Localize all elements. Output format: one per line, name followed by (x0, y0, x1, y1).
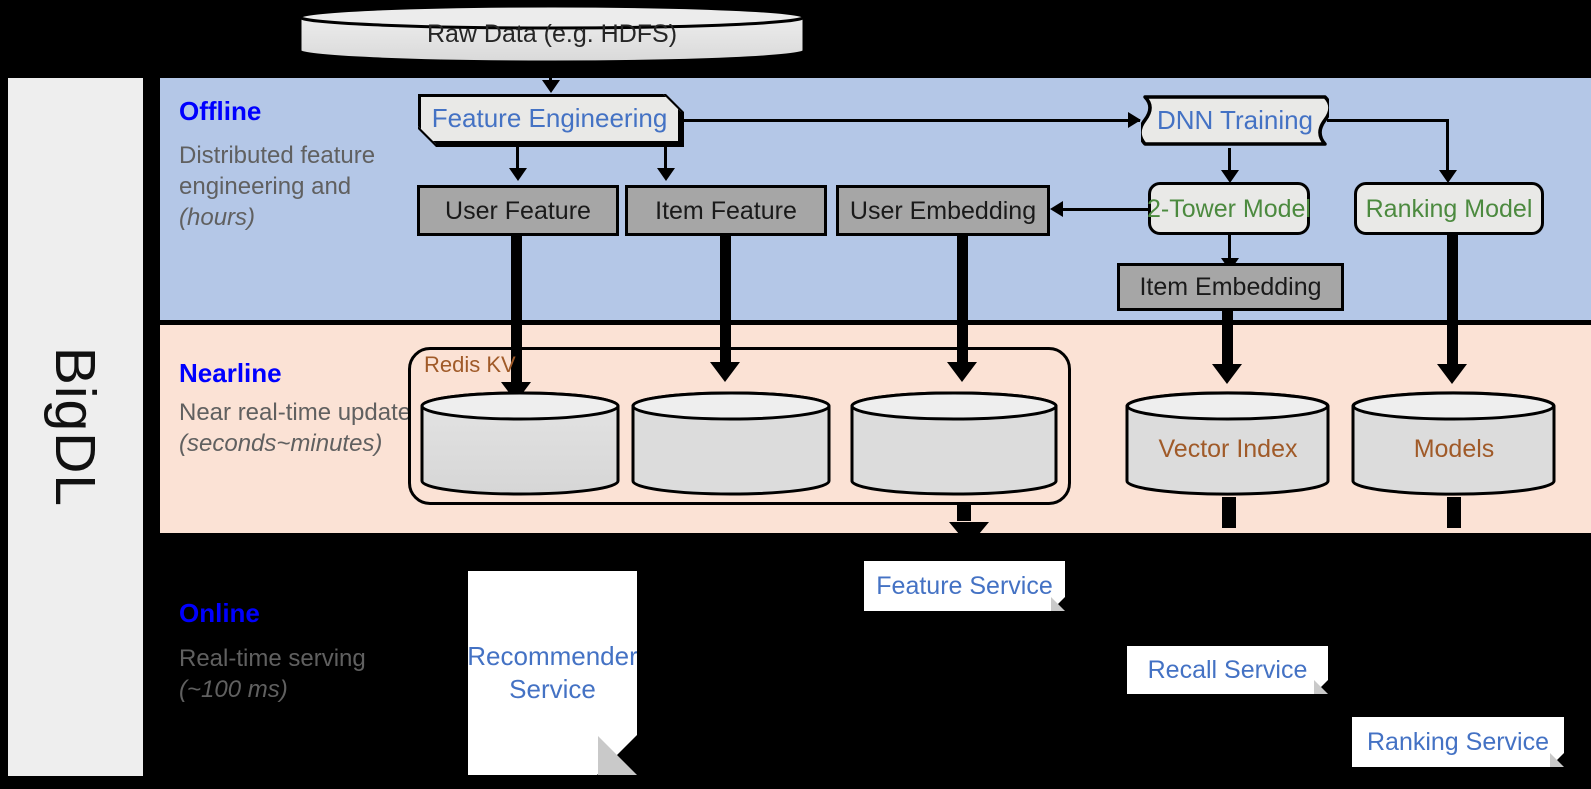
offline-desc-text: Distributed feature engineering and (179, 142, 376, 200)
arrowhead-userembedding-to-redis (947, 362, 977, 382)
connector-twotower-to-userembedding (1062, 208, 1150, 211)
nearline-desc-text: Near real-time update (179, 399, 412, 426)
redis-store-1 (419, 390, 622, 497)
recommender-service-node[interactable]: Recommender Service (468, 571, 637, 775)
band-description-nearline: Near real-time update (seconds~minutes) (179, 397, 414, 459)
arrowhead-fe-to-userfeature (509, 168, 527, 181)
redis-store-3 (849, 390, 1060, 497)
bigdl-label: BigDL (43, 346, 108, 508)
models-label: Models (1413, 435, 1495, 463)
pipe-userembedding-to-redis (957, 236, 968, 371)
dotted-vectorindex-2 (1222, 512, 1236, 528)
band-title-online: Online (179, 598, 260, 628)
redis-kv-label: Redis KV (424, 352, 516, 377)
band-description-online: Real-time serving (~100 ms) (179, 643, 394, 705)
arrowhead-rawdata-to-fe (542, 80, 560, 93)
connector-dnn-to-twotower (1228, 148, 1231, 173)
dnn-training-label: DNN Training (1156, 105, 1314, 135)
two-tower-model-node[interactable]: 2-Tower Model (1147, 182, 1311, 235)
user-feature-label: User Feature (445, 196, 591, 225)
band-title-nearline: Nearline (179, 358, 282, 388)
ranking-service-node[interactable]: Ranking Service (1352, 717, 1564, 767)
recommender-service-label-line1: Recommender (467, 640, 638, 671)
feature-service-label: Feature Service (876, 572, 1053, 600)
models-store[interactable]: Models (1350, 390, 1558, 497)
user-feature-node[interactable]: User Feature (417, 185, 619, 236)
item-embedding-node[interactable]: Item Embedding (1117, 263, 1344, 311)
pipe-rankingmodel-to-models (1447, 235, 1458, 373)
arrowhead-dnn-to-twotower (1221, 170, 1239, 183)
vector-index-label: Vector Index (1158, 435, 1298, 463)
connector-rawdata-to-fe (549, 64, 552, 86)
band-title-offline: Offline (179, 96, 262, 126)
band-description-offline: Distributed feature engineering and (hou… (179, 140, 394, 233)
recall-service-label: Recall Service (1147, 656, 1308, 684)
arrowhead-dnn-to-ranking (1439, 170, 1457, 183)
pipe-itememb-to-vectorindex (1222, 311, 1233, 373)
item-feature-node[interactable]: Item Feature (625, 185, 827, 236)
connector-fe-to-dnn (683, 119, 1140, 122)
online-desc-italic: (~100 ms) (179, 676, 288, 703)
arrowhead-itememb-to-vectorindex (1212, 364, 1242, 384)
online-desc-text: Real-time serving (179, 645, 366, 672)
feature-engineering-label: Feature Engineering (431, 103, 668, 134)
dotted-vectorindex-1 (1222, 497, 1236, 513)
dotted-models-1 (1447, 497, 1461, 513)
redis-store-2 (630, 390, 833, 497)
recall-service-node[interactable]: Recall Service (1127, 646, 1328, 694)
pipe-itemfeature-to-redis (720, 236, 731, 371)
connector-dnn-to-ranking-h (1327, 119, 1449, 122)
connector-twotower-to-itememb (1228, 235, 1231, 262)
dotted-models-2 (1447, 512, 1461, 528)
user-embedding-node[interactable]: User Embedding (836, 185, 1050, 236)
bigdl-sidebar: BigDL (8, 78, 143, 776)
arrowhead-fe-to-itemfeature (657, 168, 675, 181)
ranking-service-label: Ranking Service (1366, 728, 1550, 756)
arrowhead-fe-to-dnn (1128, 112, 1141, 128)
raw-data-label: Raw Data (e.g. HDFS) (426, 19, 678, 48)
user-embedding-label: User Embedding (849, 196, 1037, 225)
dnn-training-node[interactable]: DNN Training (1141, 93, 1329, 148)
arrowhead-itemfeature-to-redis (710, 362, 740, 382)
raw-data-store: Raw Data (e.g. HDFS) (297, 4, 807, 64)
redis-kv-group (408, 347, 1071, 505)
vector-index-store[interactable]: Vector Index (1124, 390, 1332, 497)
dotted-redis-to-featureservice-1 (957, 505, 971, 521)
item-embedding-label: Item Embedding (1139, 273, 1322, 301)
feature-service-node[interactable]: Feature Service (864, 561, 1065, 611)
arrowhead-redis-to-featureservice (949, 522, 989, 546)
feature-engineering-node[interactable]: Feature Engineering (418, 94, 681, 144)
recommender-service-label-line2: Service (509, 674, 596, 704)
pipe-userfeature-to-redis (511, 236, 522, 391)
ranking-model-label: Ranking Model (1365, 194, 1533, 223)
nearline-desc-italic: (seconds~minutes) (179, 430, 383, 457)
item-feature-label: Item Feature (655, 196, 797, 225)
arrowhead-twotower-to-userembedding (1050, 201, 1063, 217)
arrowhead-rankingmodel-to-models (1437, 364, 1467, 384)
two-tower-model-label: 2-Tower Model (1147, 194, 1311, 223)
connector-dnn-to-ranking-v (1446, 119, 1449, 173)
offline-desc-italic: (hours) (179, 204, 256, 231)
connector-fe-to-userfeature (516, 144, 519, 171)
connector-fe-to-itemfeature (664, 144, 667, 171)
ranking-model-node[interactable]: Ranking Model (1354, 182, 1544, 235)
